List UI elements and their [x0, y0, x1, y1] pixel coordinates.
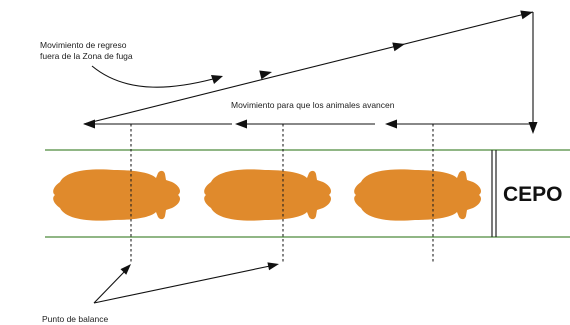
- balance-point-label: Punto de balance: [42, 314, 108, 324]
- diagonal-arrowhead-2: [392, 42, 405, 52]
- balance-pointer-1-head: [120, 264, 131, 275]
- flight-zone-pointer: [91, 65, 214, 88]
- balance-pointer-2: [93, 265, 271, 304]
- flight-zone-pointer-head: [211, 75, 223, 84]
- diagonal-arrowhead-3: [520, 10, 533, 20]
- balance-pointer-2-head: [267, 262, 279, 271]
- balance-pointer-1: [93, 269, 127, 304]
- animal-1: [53, 169, 180, 221]
- animal-3: [354, 169, 481, 221]
- down-arrowhead: [528, 122, 538, 134]
- diagonal-arrowhead-1: [259, 70, 272, 80]
- advance-arrowhead-2: [235, 119, 247, 129]
- chute-label: CEPO: [503, 183, 563, 206]
- flight-zone-label-line1: Movimiento de regreso: [40, 40, 127, 50]
- return-path-diagonal: [83, 11, 534, 125]
- flight-zone-label-line2: fuera de la Zona de fuga: [40, 51, 133, 61]
- animal-2: [204, 169, 331, 221]
- advance-label: Movimiento para que los animales avancen: [231, 100, 395, 110]
- advance-arrowhead-3: [385, 119, 397, 129]
- advance-arrowhead-1: [83, 119, 95, 129]
